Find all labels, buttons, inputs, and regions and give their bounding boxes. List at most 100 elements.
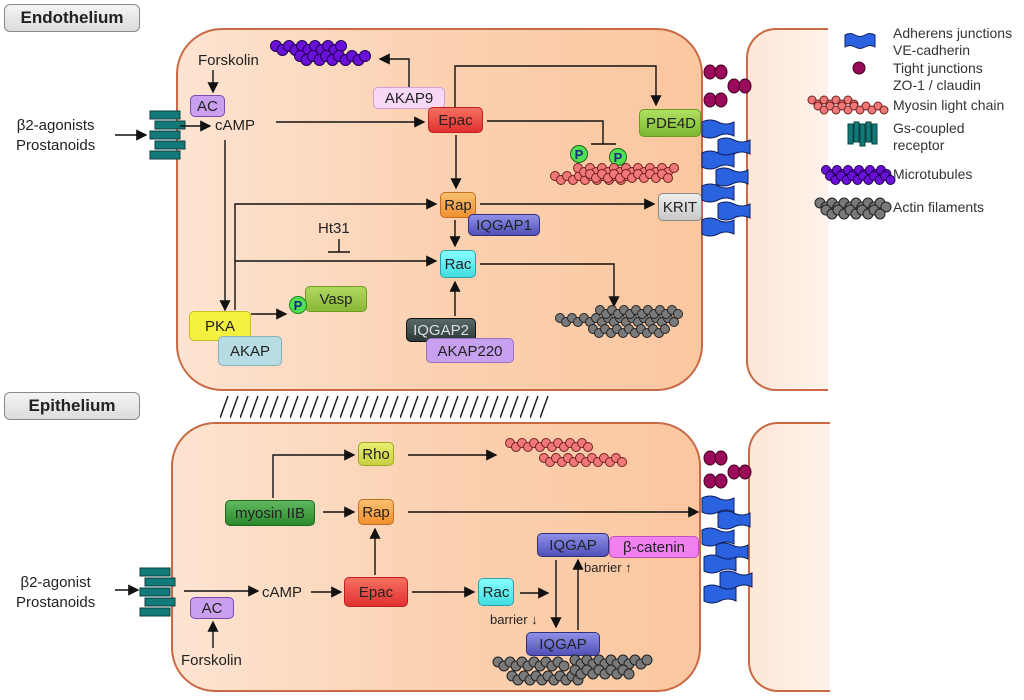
endo-vasp-node: Vasp — [305, 286, 367, 312]
neighbor-epithelial-cell — [748, 422, 830, 692]
epi-myosin-light-chain-icon — [505, 438, 627, 467]
endo-camp-label: cAMP — [215, 117, 256, 134]
cadherin-tile — [715, 167, 749, 187]
endo-iqgap1-node: IQGAP1 — [468, 214, 540, 236]
endo-pde4d-node: PDE4D — [639, 109, 701, 137]
filament-bead — [583, 442, 593, 452]
epi-ac-node: AC — [190, 597, 234, 619]
filament-bead — [669, 163, 679, 173]
neighbor-endothelial-cell — [746, 28, 828, 391]
cadherin-tile — [717, 201, 751, 221]
legend-item-actin: Actin filaments — [893, 199, 984, 216]
filament-bead — [623, 668, 635, 680]
filament-bead — [669, 317, 679, 327]
endo-myosin-light-chain-icon — [550, 163, 679, 185]
endo-tight-junctions-icon — [703, 64, 752, 108]
endo-ht31-label: Ht31 — [318, 220, 350, 237]
legend-myosin-light-chain-icon — [807, 95, 889, 115]
epi-rho-node: Rho — [358, 442, 394, 466]
endo-arrow-pka-rap — [234, 198, 438, 310]
endo-stimulus-line2: Prostanoids — [16, 137, 96, 154]
endo-arrow-rac-actin — [480, 263, 620, 308]
endo-gs-receptor-icon — [149, 110, 186, 160]
legend-gs-receptor-icon — [847, 121, 878, 147]
epi-beta-catenin-node: β-catenin — [609, 536, 699, 558]
endo-actin-filaments-icon — [555, 305, 683, 338]
endo-phospho-mlc-1: P — [570, 145, 588, 163]
epi-forskolin-label: Forskolin — [181, 652, 242, 669]
filament-bead — [879, 105, 889, 115]
endo-adherens-junctions-icon — [701, 119, 751, 237]
filament-bead — [558, 660, 570, 672]
cadherin-tile — [701, 150, 735, 170]
epi-camp-label: cAMP — [262, 584, 303, 601]
cadherin-tile — [719, 570, 753, 590]
legend-microtubules-line1: Microtubules — [893, 166, 973, 182]
epi-arrow-myosin-rho — [272, 449, 356, 498]
endo-stimulus-line1: β2-agonists — [16, 117, 95, 134]
cadherin-tile — [717, 510, 751, 530]
legend-adherens-junction-icon — [844, 33, 876, 49]
endo-rac-node: Rac — [440, 250, 476, 278]
epi-myosin-iib-node: myosin IIB — [225, 500, 315, 526]
legend-item-tight: Tight junctions ZO-1 / claudin — [893, 60, 983, 94]
endo-epac-node: Epac — [428, 107, 483, 133]
endo-akap9-node: AKAP9 — [373, 87, 445, 109]
cadherin-tile — [703, 584, 737, 604]
legend-receptor-line1: Gs-coupled — [893, 120, 965, 136]
legend-item-receptor: Gs-coupled receptor — [893, 120, 965, 154]
endo-rap-node: Rap — [440, 192, 476, 218]
cadherin-tile — [701, 119, 735, 139]
epi-adherens-junctions-icon — [701, 495, 753, 604]
epi-stimulus-line1: β2-agonist — [20, 574, 91, 591]
endo-microtubules-icon — [270, 40, 371, 66]
endo-arrow-epac-pde4d — [454, 65, 662, 107]
legend-microtubules-icon — [821, 165, 896, 185]
filament-bead — [359, 50, 371, 62]
filament-bead — [335, 40, 347, 52]
filament-bead — [617, 457, 627, 467]
epi-substrate-hatch — [220, 396, 550, 418]
filament-bead — [641, 654, 653, 666]
endo-akap-node: AKAP — [218, 336, 282, 366]
epi-gs-receptor-icon — [139, 567, 176, 617]
legend-item-adherens: Adherens junctions VE-cadherin — [893, 25, 1012, 59]
filament-bead — [673, 309, 683, 319]
legend-item-mlc: Myosin light chain — [893, 97, 1004, 114]
epi-rac-node: Rac — [478, 578, 514, 606]
epi-barrier-down-label: barrier ↓ — [490, 612, 538, 627]
endo-arrow-akap9-microtubules — [378, 53, 410, 87]
legend-actin-line1: Actin filaments — [893, 199, 985, 215]
legend-adherens-line1: Adherens junctions — [893, 25, 1013, 41]
legend-tight-line2: ZO-1 / claudin — [893, 77, 981, 93]
cadherin-tile — [701, 183, 735, 203]
cadherin-tile — [701, 495, 735, 515]
cadherin-tile — [701, 217, 735, 237]
legend-adherens-line2: VE-cadherin — [893, 42, 971, 58]
epi-barrier-up-label: barrier ↑ — [584, 560, 632, 575]
legend-item-microtubules: Microtubules — [893, 166, 972, 183]
epi-stimulus: β2-agonist Prostanoids — [16, 573, 95, 613]
endo-phospho-vasp: P — [289, 296, 307, 314]
epi-actin-filaments-icon — [492, 654, 653, 686]
legend-tight-junction-icon — [852, 61, 866, 75]
endo-ac-node: AC — [190, 95, 225, 117]
epi-rap-node: Rap — [358, 499, 394, 525]
filament-bead — [885, 175, 896, 185]
filament-bead — [660, 324, 670, 334]
legend-receptor-line2: receptor — [893, 137, 945, 153]
legend-tight-line1: Tight junctions — [893, 60, 983, 76]
endo-forskolin-label: Forskolin — [198, 52, 259, 69]
epi-iqgap-top-node: IQGAP — [537, 533, 609, 557]
legend-actin-filaments-icon — [814, 197, 892, 220]
epithelium-section-label: Epithelium — [4, 392, 140, 420]
endo-inhibit-epac-mlc — [487, 120, 604, 144]
endo-akap220-node: AKAP220 — [426, 338, 514, 363]
filament-bead — [663, 173, 673, 183]
endo-krit-node: KRIT — [658, 193, 702, 221]
cadherin-tile — [703, 554, 737, 574]
legend-mlc-line1: Myosin light chain — [893, 97, 1005, 113]
endothelium-section-label: Endothelium — [4, 4, 140, 32]
filament-bead — [874, 208, 886, 220]
